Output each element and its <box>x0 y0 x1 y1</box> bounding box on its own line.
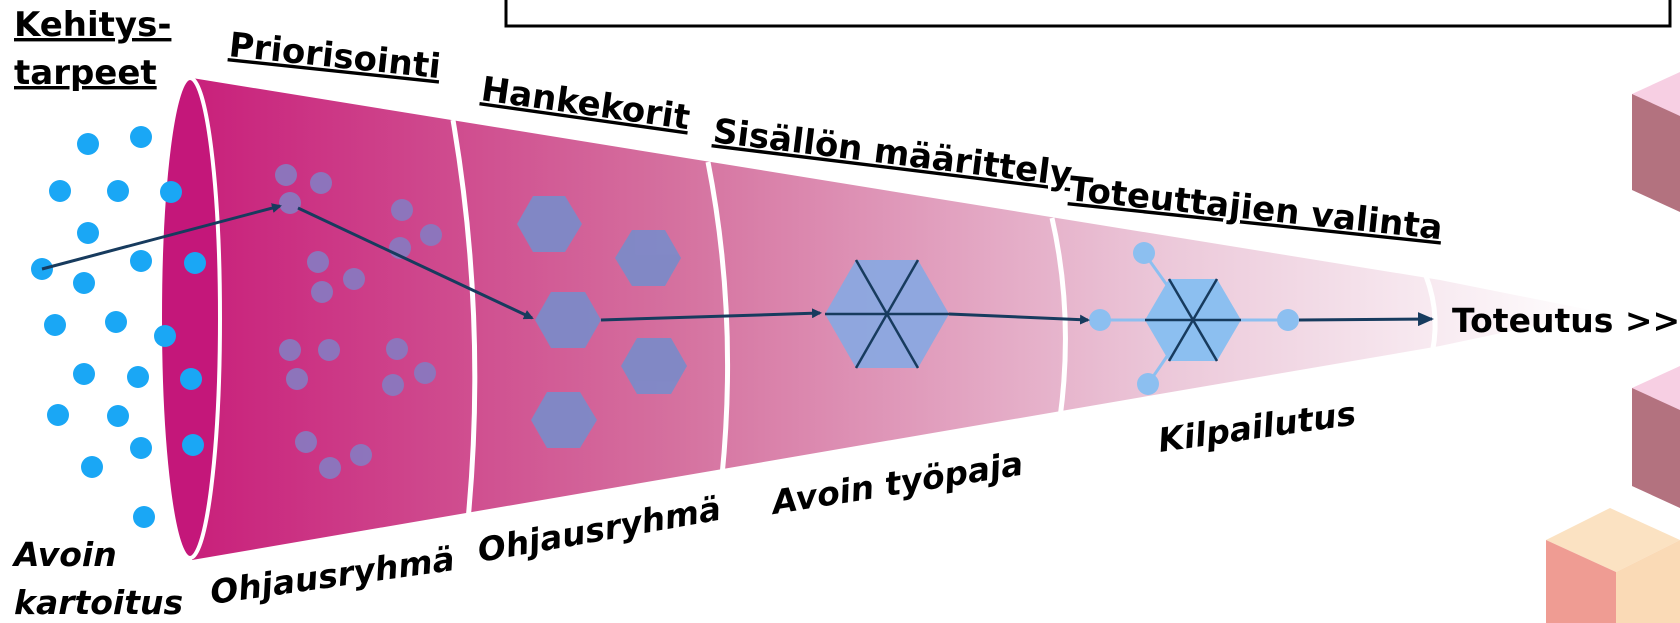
priority-dot <box>382 374 404 396</box>
heading-priorisointi: Priorisointi <box>227 25 443 87</box>
stage-divider-3 <box>1049 217 1068 419</box>
hexagon-icon <box>535 292 601 348</box>
priority-dot <box>391 199 413 221</box>
flow-arrow <box>297 206 534 320</box>
priority-dot <box>318 339 340 361</box>
need-dot <box>133 506 155 528</box>
priority-dot <box>420 224 442 246</box>
funnel-mouth <box>158 76 222 560</box>
final-output-label: Toteutus >> <box>1452 301 1680 340</box>
content-hexagon <box>825 259 949 369</box>
decorative-cubes <box>1546 72 1680 623</box>
need-dot <box>160 181 182 203</box>
priority-dot <box>307 251 329 273</box>
heading-kehitystarpeet-line2: tarpeet <box>14 53 157 93</box>
need-dot <box>130 250 152 272</box>
cube-top <box>1632 72 1680 212</box>
stage-divider-1 <box>450 119 478 521</box>
flow-arrow <box>41 203 282 271</box>
cube-middle <box>1632 366 1680 508</box>
hexagon-icon <box>615 230 681 286</box>
priority-dot <box>286 368 308 390</box>
supplier-dot <box>1137 373 1159 395</box>
need-dot <box>77 222 99 244</box>
heading-kehitystarpeet-line1: Kehitys- <box>14 5 171 45</box>
supplier-dot <box>1277 309 1299 331</box>
need-dot <box>73 363 95 385</box>
flow-arrows <box>41 203 1434 327</box>
need-dot <box>105 311 127 333</box>
flow-arrow <box>600 308 822 322</box>
need-dot <box>44 314 66 336</box>
actor-avoin-kartoitus-line1: Avoin <box>11 535 117 574</box>
hexagon-icon <box>621 338 687 394</box>
priority-dot <box>386 338 408 360</box>
need-dot <box>130 437 152 459</box>
need-dot <box>107 405 129 427</box>
priority-dot <box>275 164 297 186</box>
heading-hankekorit: Hankekorit <box>479 69 693 138</box>
stage-divider-4 <box>1423 275 1438 363</box>
flow-arrow <box>1298 312 1434 327</box>
hexagon-icon <box>517 196 582 252</box>
need-dot <box>47 404 69 426</box>
hexagon-icon <box>531 392 597 448</box>
need-dot <box>77 133 99 155</box>
need-dot <box>180 368 202 390</box>
priority-dot <box>350 444 372 466</box>
actor-avoin-tyopaja: Avoin työpaja <box>766 444 1026 523</box>
priority-dot <box>343 268 365 290</box>
flow-arrow <box>948 312 1090 325</box>
priority-dot <box>414 362 436 384</box>
priority-dot <box>279 339 301 361</box>
need-dot <box>49 180 71 202</box>
supplier-dot <box>1133 242 1155 264</box>
need-dot <box>81 456 103 478</box>
priority-dot <box>295 431 317 453</box>
need-dot <box>154 325 176 347</box>
need-dot <box>127 366 149 388</box>
priority-dot <box>311 281 333 303</box>
priority-dot <box>310 172 332 194</box>
priority-dot <box>279 192 301 214</box>
priority-dot <box>319 457 341 479</box>
needs-dots <box>31 126 206 528</box>
supplier-dot <box>1089 309 1111 331</box>
title-box <box>504 0 1672 28</box>
actor-avoin-kartoitus-line2: kartoitus <box>14 583 183 622</box>
need-dot <box>184 252 206 274</box>
cube-bottom <box>1546 508 1680 623</box>
project-basket-hexagons <box>517 196 687 448</box>
need-dot <box>107 180 129 202</box>
need-dot <box>182 434 204 456</box>
need-dot <box>73 272 95 294</box>
actor-kilpailutus: Kilpailutus <box>1156 394 1359 460</box>
need-dot <box>130 126 152 148</box>
procurement-hexagon <box>1089 242 1299 395</box>
